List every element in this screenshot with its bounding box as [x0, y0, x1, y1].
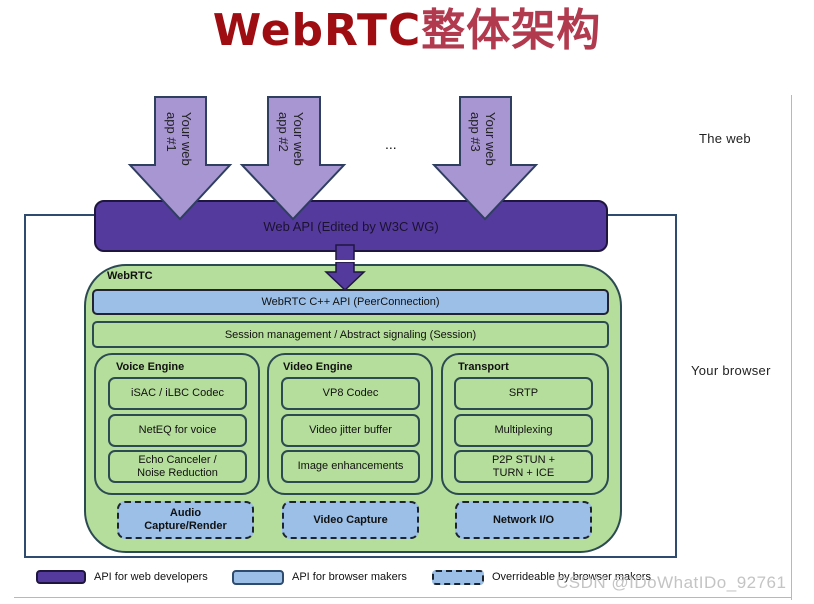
app-arrow-2	[239, 96, 347, 221]
session-management: Session management / Abstract signaling …	[92, 321, 609, 348]
voice-neteq: NetEQ for voice	[108, 414, 247, 447]
video-capture: Video Capture	[282, 501, 419, 539]
legend-swatch-web-developers	[36, 570, 86, 584]
app-arrows	[127, 96, 539, 260]
transport-multiplexing: Multiplexing	[454, 414, 593, 447]
voice-engine-title: Voice Engine	[116, 361, 185, 373]
bottom-divider	[14, 597, 791, 598]
app-arrow-3	[431, 96, 539, 221]
api-arrow-tip	[324, 262, 366, 292]
video-engine-title: Video Engine	[283, 361, 353, 373]
legend-swatch-overrideable	[432, 570, 484, 585]
video-codec: VP8 Codec	[281, 377, 420, 410]
audio-capture-render: Audio Capture/Render	[117, 501, 254, 539]
region-label-browser: Your browser	[691, 363, 771, 378]
voice-echo-canceler: Echo Canceler / Noise Reduction	[108, 450, 247, 483]
app-arrow-1	[127, 96, 233, 221]
transport-srtp: SRTP	[454, 377, 593, 410]
transport-p2p: P2P STUN + TURN + ICE	[454, 450, 593, 483]
web-api-label: Web API (Edited by W3C WG)	[263, 219, 439, 234]
transport-title: Transport	[458, 361, 509, 373]
api-down-arrow	[335, 244, 355, 260]
watermark: CSDN @IDoWhatIDo_92761	[556, 573, 787, 592]
more-apps-ellipsis: ...	[385, 136, 397, 152]
region-divider	[791, 95, 792, 600]
title-webrtc: WebRTC	[212, 5, 422, 56]
webrtc-label: WebRTC	[107, 270, 153, 282]
image-enhancements: Image enhancements	[281, 450, 420, 483]
network-io: Network I/O	[455, 501, 592, 539]
voice-codec: iSAC / iLBC Codec	[108, 377, 247, 410]
legend-swatch-browser-makers	[232, 570, 284, 585]
legend-label-overrideable: Overrideable by browser makers	[492, 571, 651, 583]
page-title: WebRTC整体架构	[0, 2, 814, 60]
region-label-web: The web	[699, 131, 751, 146]
title-architecture: 整体架构	[421, 5, 602, 56]
legend-label-web-developers: API for web developers	[94, 571, 208, 583]
legend-label-browser-makers: API for browser makers	[292, 571, 407, 583]
webrtc-cpp-api: WebRTC C++ API (PeerConnection)	[92, 289, 609, 315]
video-jitter-buffer: Video jitter buffer	[281, 414, 420, 447]
